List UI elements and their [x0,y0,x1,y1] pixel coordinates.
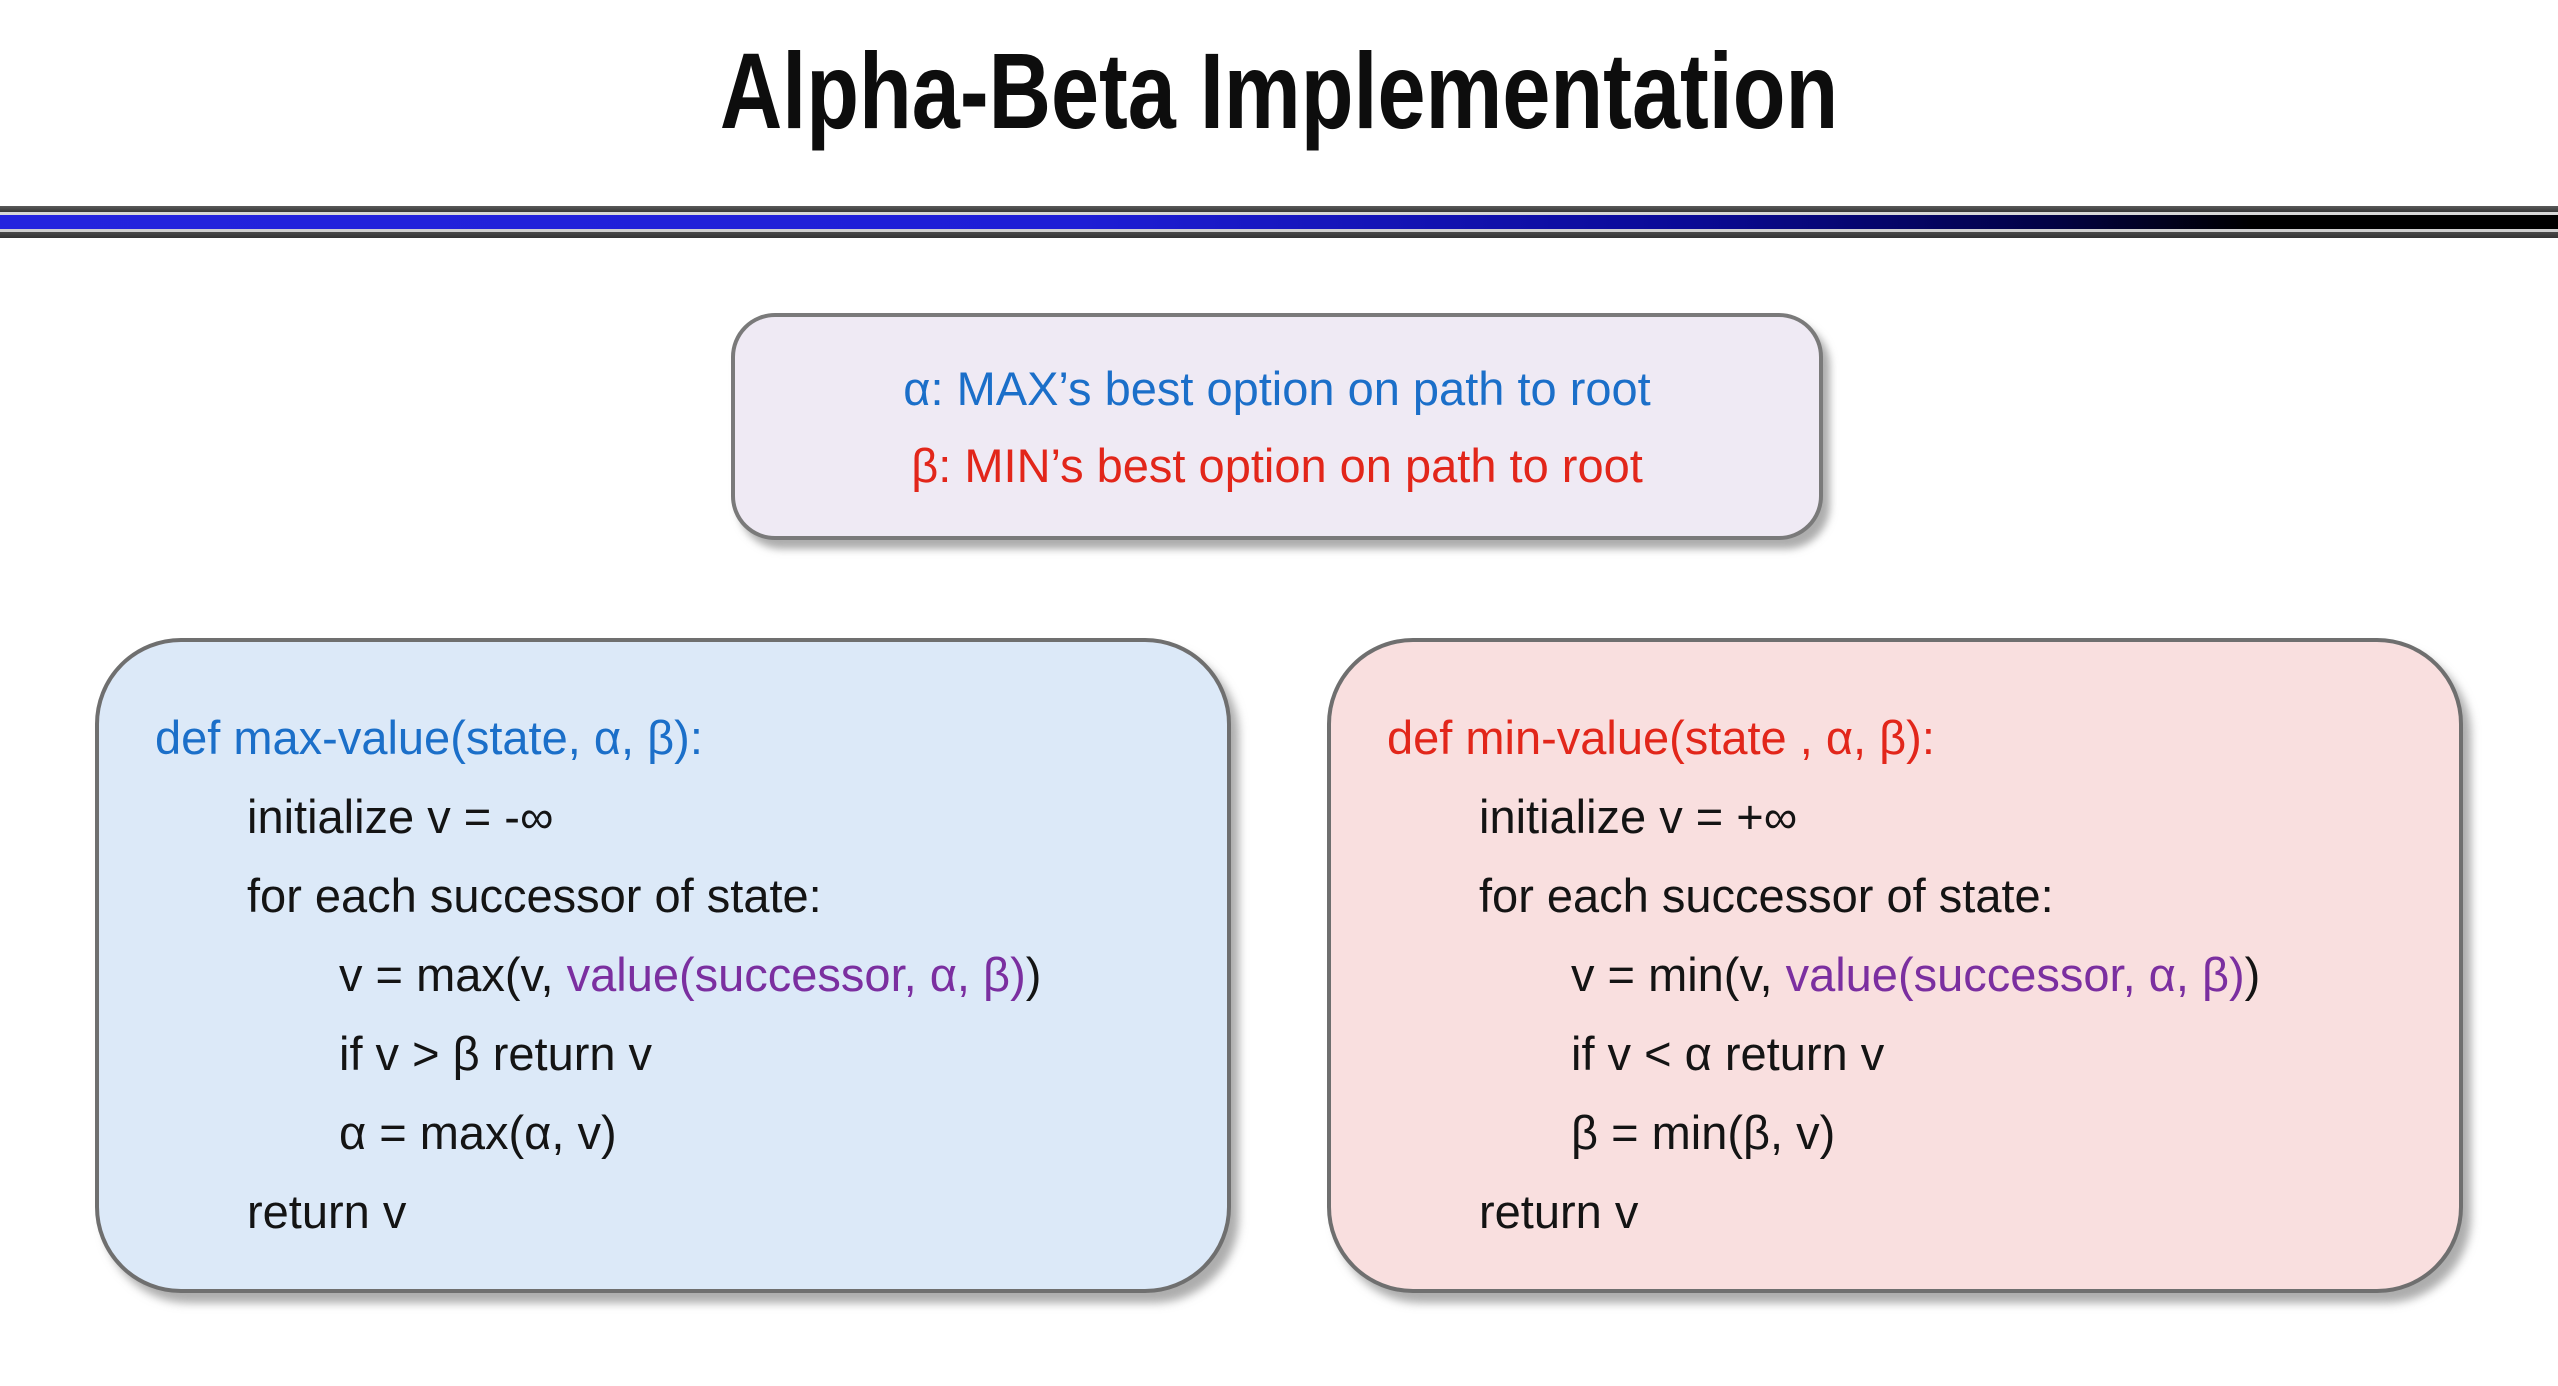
beta-definition: β: MIN’s best option on path to root [911,438,1643,492]
min-update-line: v = min(v, value(successor, α, β)) [1387,935,2459,1014]
min-value-call: value(successor, α, β) [1785,948,2245,1001]
min-prune-line: if v < α return v [1571,1027,1885,1080]
max-return-line: return v [247,1185,407,1238]
divider-bottom-rule [0,232,2558,238]
slide-title: Alpha-Beta Implementation [0,28,2558,153]
max-update-prefix: v = max(v, [339,948,567,1001]
max-prune-line: if v > β return v [339,1027,653,1080]
divider-bar [0,206,2558,238]
divider-top-rule [0,206,2558,212]
max-value-call: value(successor, α, β) [566,948,1026,1001]
divider-blue-band [0,215,2558,229]
max-initialize-line: initialize v = -∞ [247,790,554,843]
min-initialize-line: initialize v = +∞ [1479,790,1798,843]
slide-title-text: Alpha-Beta Implementation [719,30,1839,151]
alpha-definition: α: MAX’s best option on path to root [903,361,1651,415]
alpha-beta-definition-box: α: MAX’s best option on path to root β: … [731,313,1823,540]
divider-gap [0,229,2558,232]
max-update-suffix: ) [1025,948,1042,1001]
min-update-prefix: v = min(v, [1571,948,1786,1001]
min-for-line: for each successor of state: [1479,869,2054,922]
max-def-line: def max-value(state, α, β): [155,711,703,764]
max-for-line: for each successor of state: [247,869,822,922]
min-return-line: return v [1479,1185,1639,1238]
min-update-suffix: ) [2244,948,2261,1001]
min-def-line: def min-value(state , α, β): [1387,711,1935,764]
min-beta-update-line: β = min(β, v) [1571,1106,1836,1159]
min-value-pseudocode-box: def min-value(state , α, β): initialize … [1327,638,2463,1293]
max-alpha-update-line: α = max(α, v) [339,1106,617,1159]
max-value-pseudocode-box: def max-value(state, α, β): initialize v… [95,638,1231,1293]
max-update-line: v = max(v, value(successor, α, β)) [155,935,1227,1014]
divider-gap [0,212,2558,215]
